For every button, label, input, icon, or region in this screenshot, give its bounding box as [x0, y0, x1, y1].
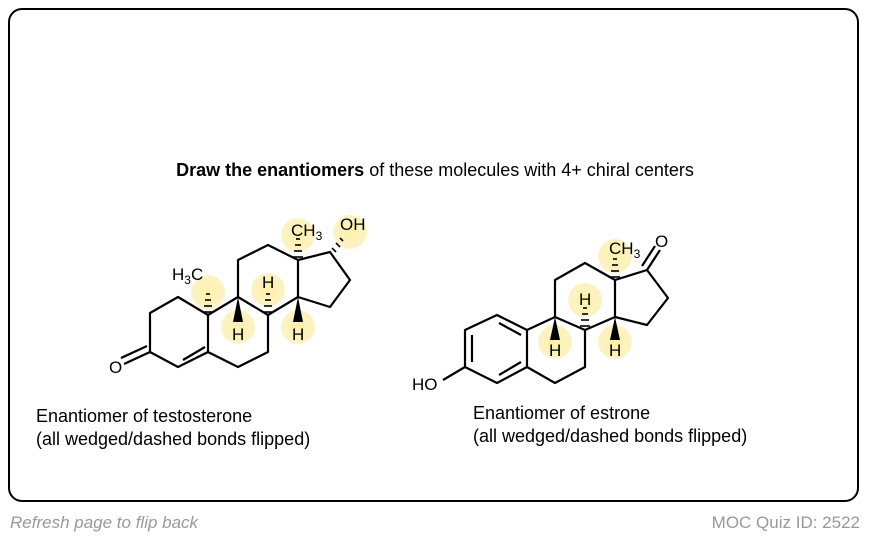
headline-rest: of these molecules with 4+ chiral center… [364, 160, 694, 180]
estrone-structure: H H H CH3 O HO [412, 232, 670, 394]
oxygen-label: O [109, 358, 122, 377]
caption-line: (all wedged/dashed bonds flipped) [36, 429, 311, 449]
caption-line: (all wedged/dashed bonds flipped) [473, 426, 748, 446]
hydroxyl-label: HO [412, 375, 438, 394]
testosterone-caption: Enantiomer of testosterone (all wedged/d… [36, 405, 310, 451]
quiz-id: MOC Quiz ID: 2522 [711, 513, 860, 532]
refresh-hint: Refresh page to flip back [10, 513, 199, 532]
estrone-caption: Enantiomer of estrone (all wedged/dashed… [473, 402, 747, 448]
h-label: H [609, 341, 621, 360]
h-label: H [292, 325, 304, 344]
testosterone-structure: H3C H H H CH3 OH O [109, 215, 367, 377]
oxygen-label: O [655, 232, 668, 251]
caption-line: Enantiomer of estrone [473, 403, 651, 423]
methyl-label: H3C [172, 265, 203, 287]
quiz-card [8, 8, 859, 502]
h-label: H [579, 290, 591, 309]
caption-line: Enantiomer of testosterone [36, 406, 253, 426]
h-label: H [232, 325, 244, 344]
h-label: H [262, 273, 274, 292]
headline-bold: Draw the enantiomers [176, 160, 365, 180]
methyl-label: CH3 [609, 239, 641, 261]
h-label: H [549, 341, 561, 360]
methyl-label: CH3 [291, 221, 323, 243]
question-headline: Draw the enantiomers of these molecules … [0, 160, 870, 181]
hydroxyl-label: OH [340, 215, 366, 234]
